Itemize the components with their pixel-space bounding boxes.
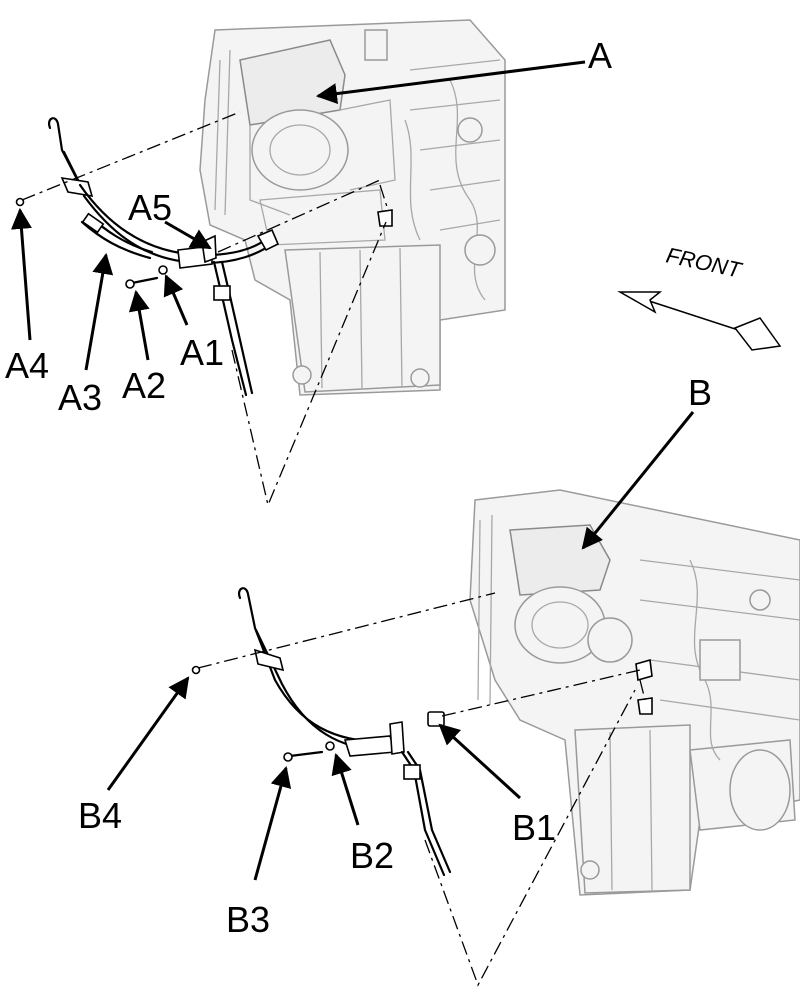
- dash-line-a4: [379, 184, 389, 211]
- front-label: FRONT: [664, 242, 745, 283]
- engine-illustration-a: [199, 19, 506, 396]
- callout-a2: A2: [122, 365, 166, 406]
- callout-b: B: [688, 372, 712, 413]
- callout-b3: B3: [226, 899, 270, 940]
- callout-a1: A1: [180, 332, 224, 373]
- callout-a5: A5: [128, 187, 172, 228]
- leader-b3: [253, 765, 292, 881]
- callout-b2: B2: [350, 835, 394, 876]
- callout-b4: B4: [78, 795, 122, 836]
- leader-a5: [164, 220, 212, 250]
- view-b: B B1 B2 B3 B4: [78, 372, 800, 987]
- dash-line-a3: [231, 221, 387, 508]
- callout-b1: B1: [512, 807, 556, 848]
- callout-a4: A4: [5, 345, 49, 386]
- leader-b4: [106, 676, 190, 791]
- leader-b2: [331, 752, 360, 826]
- dash-line-b2: [441, 669, 641, 717]
- callout-a: A: [588, 35, 612, 76]
- leader-a4: [10, 207, 32, 341]
- dipstick-tube-a: [15, 117, 393, 397]
- leader-a1: [163, 274, 189, 326]
- leader-b1: [438, 723, 522, 800]
- dash-line-a1: [21, 111, 241, 201]
- dash-line-a2: [217, 179, 381, 253]
- leader-a3: [84, 252, 114, 371]
- front-direction-indicator: FRONT: [617, 242, 782, 351]
- dash-line-b4: [639, 679, 646, 701]
- dash-line-b1: [197, 592, 496, 669]
- leader-a: [315, 60, 586, 105]
- callout-a3: A3: [58, 377, 102, 418]
- leader-a2: [128, 289, 150, 361]
- dash-line-b3: [424, 689, 636, 987]
- view-a: A A1 A2 A3 A4 A5: [5, 19, 612, 508]
- dipstick-tube-b: [191, 587, 653, 877]
- front-arrow-icon: [617, 291, 782, 351]
- leader-b: [581, 411, 695, 550]
- engine-illustration-b: [469, 489, 800, 896]
